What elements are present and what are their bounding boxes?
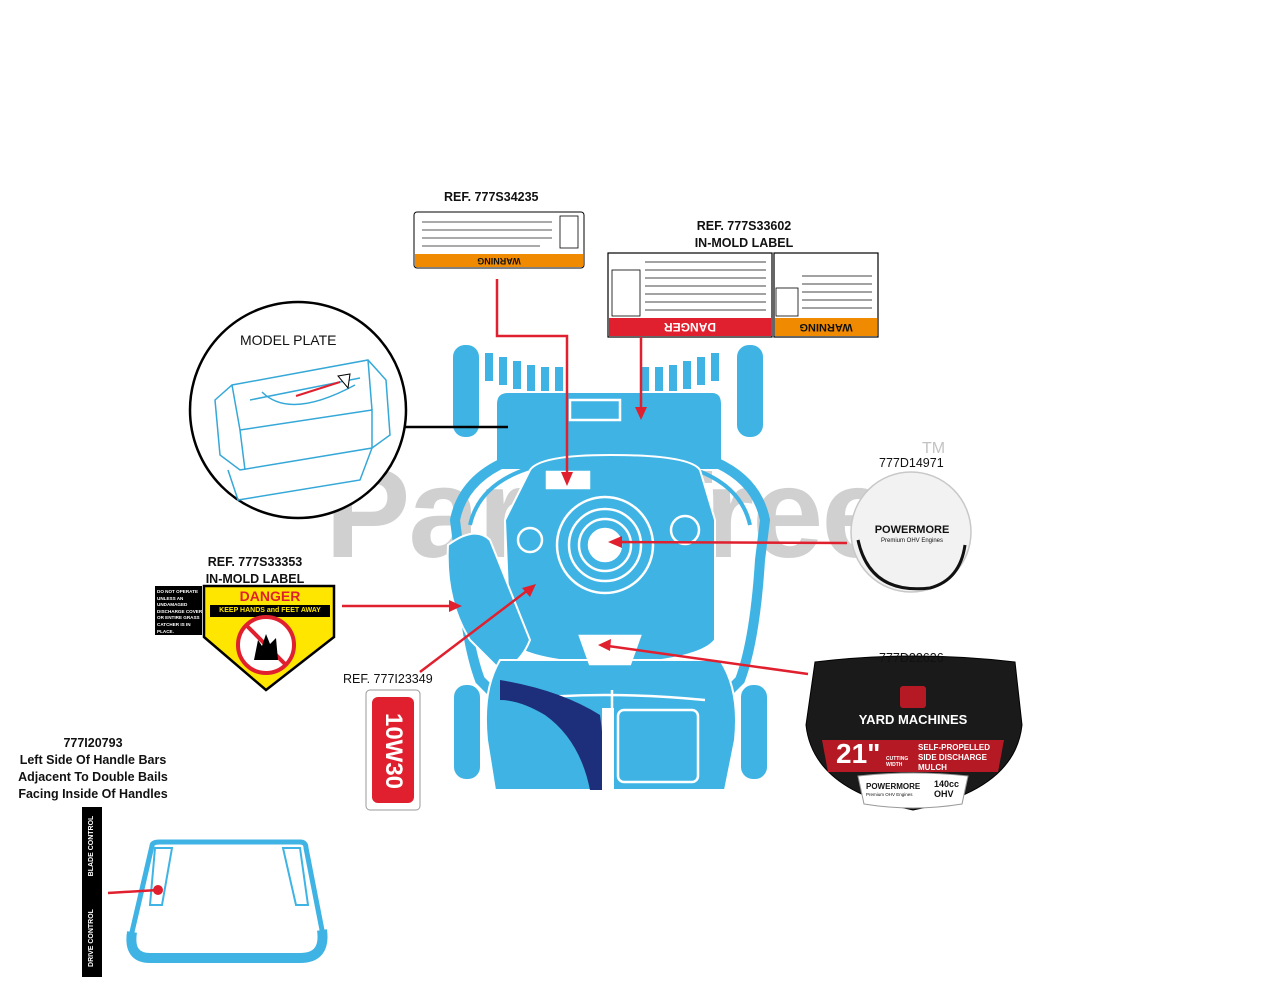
watermark-tm: TM bbox=[922, 440, 946, 457]
powermore-part-number: 777D14971 bbox=[879, 456, 944, 470]
danger-decal-top-right bbox=[607, 252, 879, 338]
powermore-badge-sub: Premium OHV Engines bbox=[880, 538, 944, 544]
powermore-badge-text: POWERMORE bbox=[874, 524, 950, 536]
warning-decal-top bbox=[413, 211, 585, 269]
oil-decal bbox=[365, 689, 421, 811]
ref-warning-top: REF. 777S34235 bbox=[444, 190, 539, 204]
blade-control-text: BLADE CONTROL bbox=[88, 815, 95, 877]
yard-machines-engine: 140cc OHV bbox=[934, 779, 964, 799]
oil-decal-text: 10W30 bbox=[380, 712, 407, 790]
rear-right-wheel bbox=[739, 683, 769, 781]
ref-side-danger: REF. 777S33353 IN-MOLD LABEL bbox=[195, 555, 315, 586]
rear-left-wheel bbox=[452, 683, 482, 781]
handle-drawing bbox=[82, 807, 328, 977]
warning-decal-text-right: WARNING bbox=[799, 321, 853, 333]
do-not-operate-text: DO NOT OPERATE UNLESS AN UNDAMAGED DISCH… bbox=[157, 589, 203, 635]
handle-note-line2: Adjacent To Double Bails bbox=[18, 770, 168, 784]
yard-machines-cutting-width: CUTTING WIDTH bbox=[886, 756, 909, 768]
dno-line2: UNLESS AN bbox=[157, 595, 184, 601]
yard-machines-decal bbox=[805, 655, 1023, 811]
yard-machines-part-number: 777D22626 bbox=[879, 651, 944, 665]
rear-accent bbox=[500, 680, 605, 790]
ref-danger-inmold: REF. 777S33602 IN-MOLD LABEL bbox=[684, 219, 804, 250]
handle-note-line3: Facing Inside Of Handles bbox=[18, 787, 168, 801]
dno-line3: UNDAMAGED bbox=[157, 602, 188, 608]
yard-machines-premium: Premium OHV Engines bbox=[866, 792, 913, 797]
side-danger-title: DANGER bbox=[239, 588, 301, 604]
ref-side-danger-line1: REF. 777S33353 bbox=[207, 555, 303, 569]
deck bbox=[449, 439, 771, 725]
front-grille bbox=[483, 351, 721, 397]
yard-machines-brand: YARD MACHINES bbox=[858, 712, 968, 727]
handle-note-line1: Left Side Of Handle Bars bbox=[19, 753, 167, 767]
front-left-wheel bbox=[451, 343, 481, 439]
danger-decal-text: DANGER bbox=[664, 320, 717, 334]
dno-line5: OR ENTIRE GRASS bbox=[157, 615, 200, 621]
dno-line1: DO NOT OPERATE bbox=[157, 589, 199, 594]
model-plate-inset bbox=[188, 300, 508, 520]
handle-note: 777I20793 Left Side Of Handle Bars Adjac… bbox=[10, 735, 176, 803]
warning-decal-text: WARNING bbox=[477, 256, 521, 266]
yard-machines-size: 21" bbox=[836, 738, 881, 769]
front-right-wheel bbox=[735, 343, 765, 439]
powermore-badge bbox=[850, 471, 972, 593]
feature-side-discharge: SIDE DISCHARGE bbox=[918, 753, 987, 762]
side-danger-subtitle: KEEP HANDS and FEET AWAY bbox=[219, 607, 321, 614]
danger-decal-side bbox=[155, 584, 336, 692]
ref-danger-inmold-line2: IN-MOLD LABEL bbox=[694, 236, 794, 250]
callout-lines bbox=[342, 279, 848, 676]
engine-ohv: OHV bbox=[934, 789, 954, 799]
yard-machines-powermore: POWERMORE bbox=[866, 782, 921, 791]
engine-cc: 140cc bbox=[934, 779, 960, 789]
handle-note-part: 777I20793 bbox=[63, 736, 123, 750]
ref-side-danger-line2: IN-MOLD LABEL bbox=[205, 572, 305, 586]
dno-line4: DISCHARGE COVER bbox=[157, 608, 203, 614]
yard-machines-features: SELF-PROPELLED SIDE DISCHARGE MULCH bbox=[918, 743, 998, 773]
dno-line7: PLACE. bbox=[157, 628, 174, 634]
dno-line6: CATCHER IS IN bbox=[157, 621, 191, 627]
ref-danger-inmold-line1: REF. 777S33602 bbox=[696, 219, 792, 233]
ref-oil: REF. 777I23349 bbox=[343, 672, 433, 686]
drive-control-text: DRIVE CONTROL bbox=[88, 909, 95, 967]
feature-self-propelled: SELF-PROPELLED bbox=[918, 743, 991, 752]
model-plate-label: MODEL PLATE bbox=[240, 332, 337, 348]
feature-mulch: MULCH bbox=[918, 763, 947, 772]
